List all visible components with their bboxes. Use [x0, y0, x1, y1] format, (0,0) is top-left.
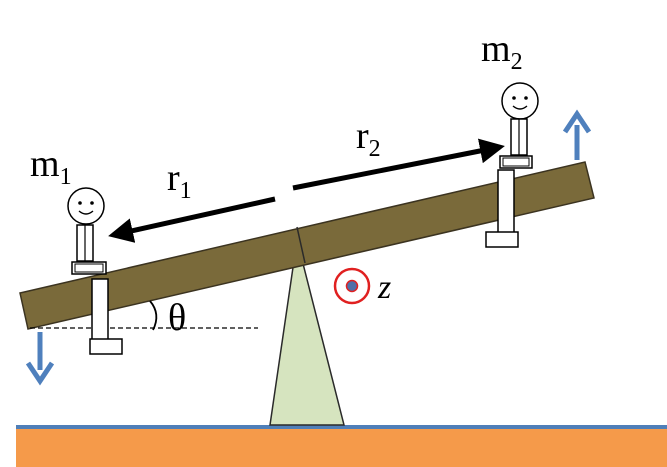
person-m2-legs: [497, 169, 515, 235]
label-m1: m1: [30, 143, 72, 190]
fulcrum: [269, 239, 345, 426]
label-r2: r2: [356, 115, 381, 162]
angle-label: θ: [168, 297, 186, 339]
label-z: z: [377, 269, 391, 306]
person-m2-head: [501, 82, 539, 120]
person-m1-seat: [71, 261, 107, 275]
label-r1: r1: [167, 157, 192, 204]
person-m1-eye-right: [90, 201, 94, 205]
person-m1-head: [67, 187, 105, 225]
r1-arrow: [108, 196, 276, 243]
person-m1: [67, 187, 123, 355]
plank-pivot-line: [296, 226, 306, 264]
person-m2-smile: [512, 105, 528, 110]
person-m2: [485, 82, 539, 248]
ground: [16, 428, 667, 467]
person-m2-eye-right: [524, 96, 528, 100]
seesaw-plank: [19, 161, 595, 330]
label-m2: m2: [481, 28, 523, 75]
person-m1-eye-left: [78, 201, 82, 205]
person-m1-seat-inner: [74, 263, 104, 273]
angle-arc: [149, 300, 158, 331]
up-arrow-icon: [562, 109, 592, 160]
down-arrow-icon: [25, 332, 55, 386]
person-m2-foot: [485, 231, 519, 248]
out-of-page-axis-icon: [333, 267, 371, 305]
person-m2-eye-left: [512, 96, 516, 100]
person-m1-smile: [78, 210, 94, 215]
person-m1-legs: [91, 278, 109, 342]
person-m1-foot: [89, 338, 123, 355]
r2-arrow: [292, 138, 505, 191]
